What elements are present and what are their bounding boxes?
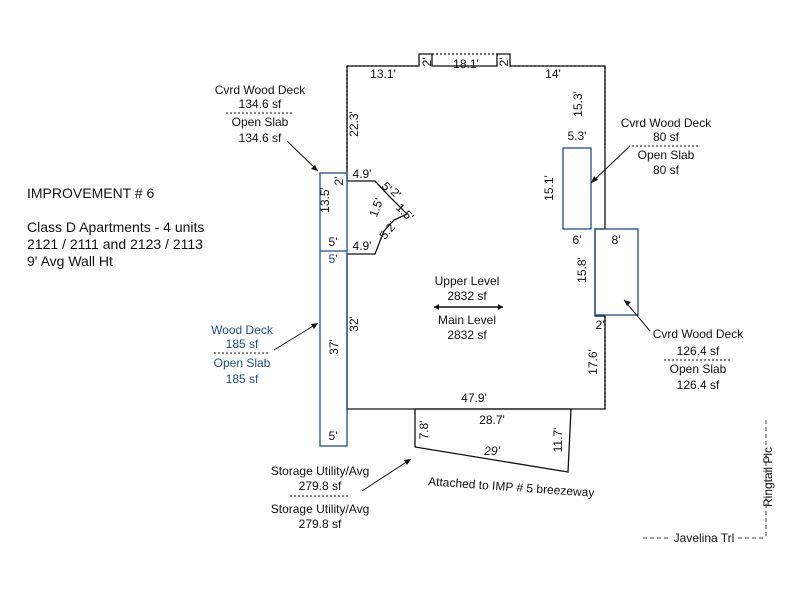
storage-outline (414, 408, 572, 473)
dim-deck-right-side: 15.1' (542, 175, 556, 201)
dim-notch-bottom: 6' (573, 233, 582, 247)
dim-jog-right: 2' (596, 318, 605, 332)
callout-sub-area: 80 sf (653, 163, 680, 177)
upper-level-label: Upper Level (435, 274, 500, 288)
dim-bottom: 47.9' (461, 391, 487, 405)
improvement-title: IMPROVEMENT # 6 (27, 185, 155, 201)
callout-arrowhead (624, 300, 631, 306)
dim-top-mid: 18.1' (453, 57, 479, 71)
callout-sub: Storage Utility/Avg (271, 502, 370, 516)
attached-note: Attached to IMP # 5 breezeway (428, 474, 595, 500)
class-line: Class D Apartments - 4 units (27, 219, 204, 235)
callout-sub: Open Slab (232, 115, 289, 129)
street-ringtail: Ringtail Plc (761, 447, 775, 507)
callout-pointer (590, 145, 631, 184)
callout-deck-top-left: Cvrd Wood Deck 134.6 sf Open Slab 134.6 … (215, 83, 319, 172)
callout-pointer (361, 458, 412, 492)
dim-deck-left-5c: 5' (329, 429, 338, 443)
dim-deck-right-top: 5.3' (568, 129, 587, 143)
main-outline (346, 53, 606, 410)
callout-area: 126.4 sf (677, 344, 720, 358)
callout-sub: Open Slab (670, 362, 727, 376)
callout-wood-deck-left: Wood Deck 185 sf Open Slab 185 sf (211, 322, 319, 386)
address-line: 2121 / 2111 and 2123 / 2113 (27, 236, 203, 252)
callout-title: Cvrd Wood Deck (621, 116, 712, 130)
dim-top-jog-left: 2' (420, 58, 434, 67)
callout-sub: Open Slab (214, 356, 271, 370)
street-markers: Ringtail Plc Javelina Trl (643, 420, 775, 545)
deck-areas (319, 147, 639, 447)
dim-left-upper: 22.3' (347, 111, 361, 137)
callout-area: 279.8 sf (299, 479, 342, 493)
dim-cut-top: 4.9' (353, 167, 372, 181)
callout-title: Cvrd Wood Deck (653, 327, 744, 341)
callout-deck-right-lower: Cvrd Wood Deck 126.4 sf Open Slab 126.4 … (623, 299, 744, 392)
callout-sub: Open Slab (638, 148, 695, 162)
dim-cut-3: 1.5' (366, 196, 386, 219)
callout-area: 185 sf (226, 337, 259, 351)
dim-deck-left-5a: 5' (329, 235, 338, 249)
dim-right-lower: 17.6' (586, 349, 600, 375)
callout-sub-area: 134.6 sf (239, 131, 282, 145)
callout-storage: Storage Utility/Avg 279.8 sf Storage Uti… (271, 458, 412, 531)
callout-arrowhead (591, 176, 598, 183)
right-upper-deck-rect (562, 147, 592, 230)
dim-cut-5: 5.2' (376, 219, 399, 243)
dim-top-jog-right: 2' (497, 58, 511, 67)
dim-left-mid: 32' (347, 316, 361, 332)
callout-arrowhead (404, 459, 411, 465)
callout-arrowhead (311, 165, 318, 171)
dim-deck-left-5b: 5' (329, 252, 338, 266)
dim-small-2: 2' (332, 177, 346, 186)
callout-title: Cvrd Wood Deck (215, 83, 306, 97)
dim-storage-bottom: 29' (483, 444, 500, 458)
dim-top-left: 13.1' (370, 67, 396, 81)
callout-pointer (286, 140, 319, 172)
callout-deck-right-upper: Cvrd Wood Deck 80 sf Open Slab 80 sf (590, 116, 712, 184)
callout-sub-area: 126.4 sf (677, 378, 720, 392)
dim-right-mid: 15.8' (575, 257, 589, 283)
callout-sub-area: 185 sf (226, 372, 259, 386)
right-lower-deck-rect (594, 228, 639, 316)
center-label: Upper Level 2832 sf Main Level 2832 sf (434, 274, 503, 342)
dim-deck-left-37: 37' (327, 339, 341, 355)
wall-height: 9' Avg Wall Ht (27, 253, 113, 269)
callout-pointer (273, 322, 319, 351)
callout-sub-area: 279.8 sf (299, 517, 342, 531)
dim-right-upper: 15.3' (571, 91, 585, 117)
callout-title: Storage Utility/Avg (271, 464, 370, 478)
main-level-area: 2832 sf (447, 328, 487, 342)
dim-cut-bottom: 4.9' (353, 239, 372, 253)
callout-arrowhead (311, 323, 318, 329)
outline-dashed-top (347, 53, 606, 148)
building-outline (346, 53, 606, 410)
upper-level-area: 2832 sf (447, 289, 487, 303)
callout-area: 80 sf (653, 130, 680, 144)
main-level-label: Main Level (438, 313, 496, 327)
dim-deck-lower-top: 8' (612, 233, 621, 247)
street-javelina: Javelina Trl (674, 531, 735, 545)
dimension-labels: 13.1' 2' 18.1' 2' 14' 15.3' 5.3' 15.1' 6… (318, 57, 620, 458)
left-wood-deck-rect (319, 172, 348, 447)
improvement-header: IMPROVEMENT # 6 Class D Apartments - 4 u… (27, 185, 204, 269)
callout-title: Wood Deck (211, 323, 274, 337)
callout-area: 134.6 sf (239, 97, 282, 111)
dim-top-right: 14' (545, 67, 561, 81)
dim-storage-right: 11.7' (551, 428, 565, 453)
dim-storage-top: 28.7' (479, 413, 505, 427)
dim-storage-left: 7.8' (417, 421, 431, 440)
dim-deck-left-side: 13.5' (318, 187, 332, 213)
callout-pointer (623, 299, 651, 332)
